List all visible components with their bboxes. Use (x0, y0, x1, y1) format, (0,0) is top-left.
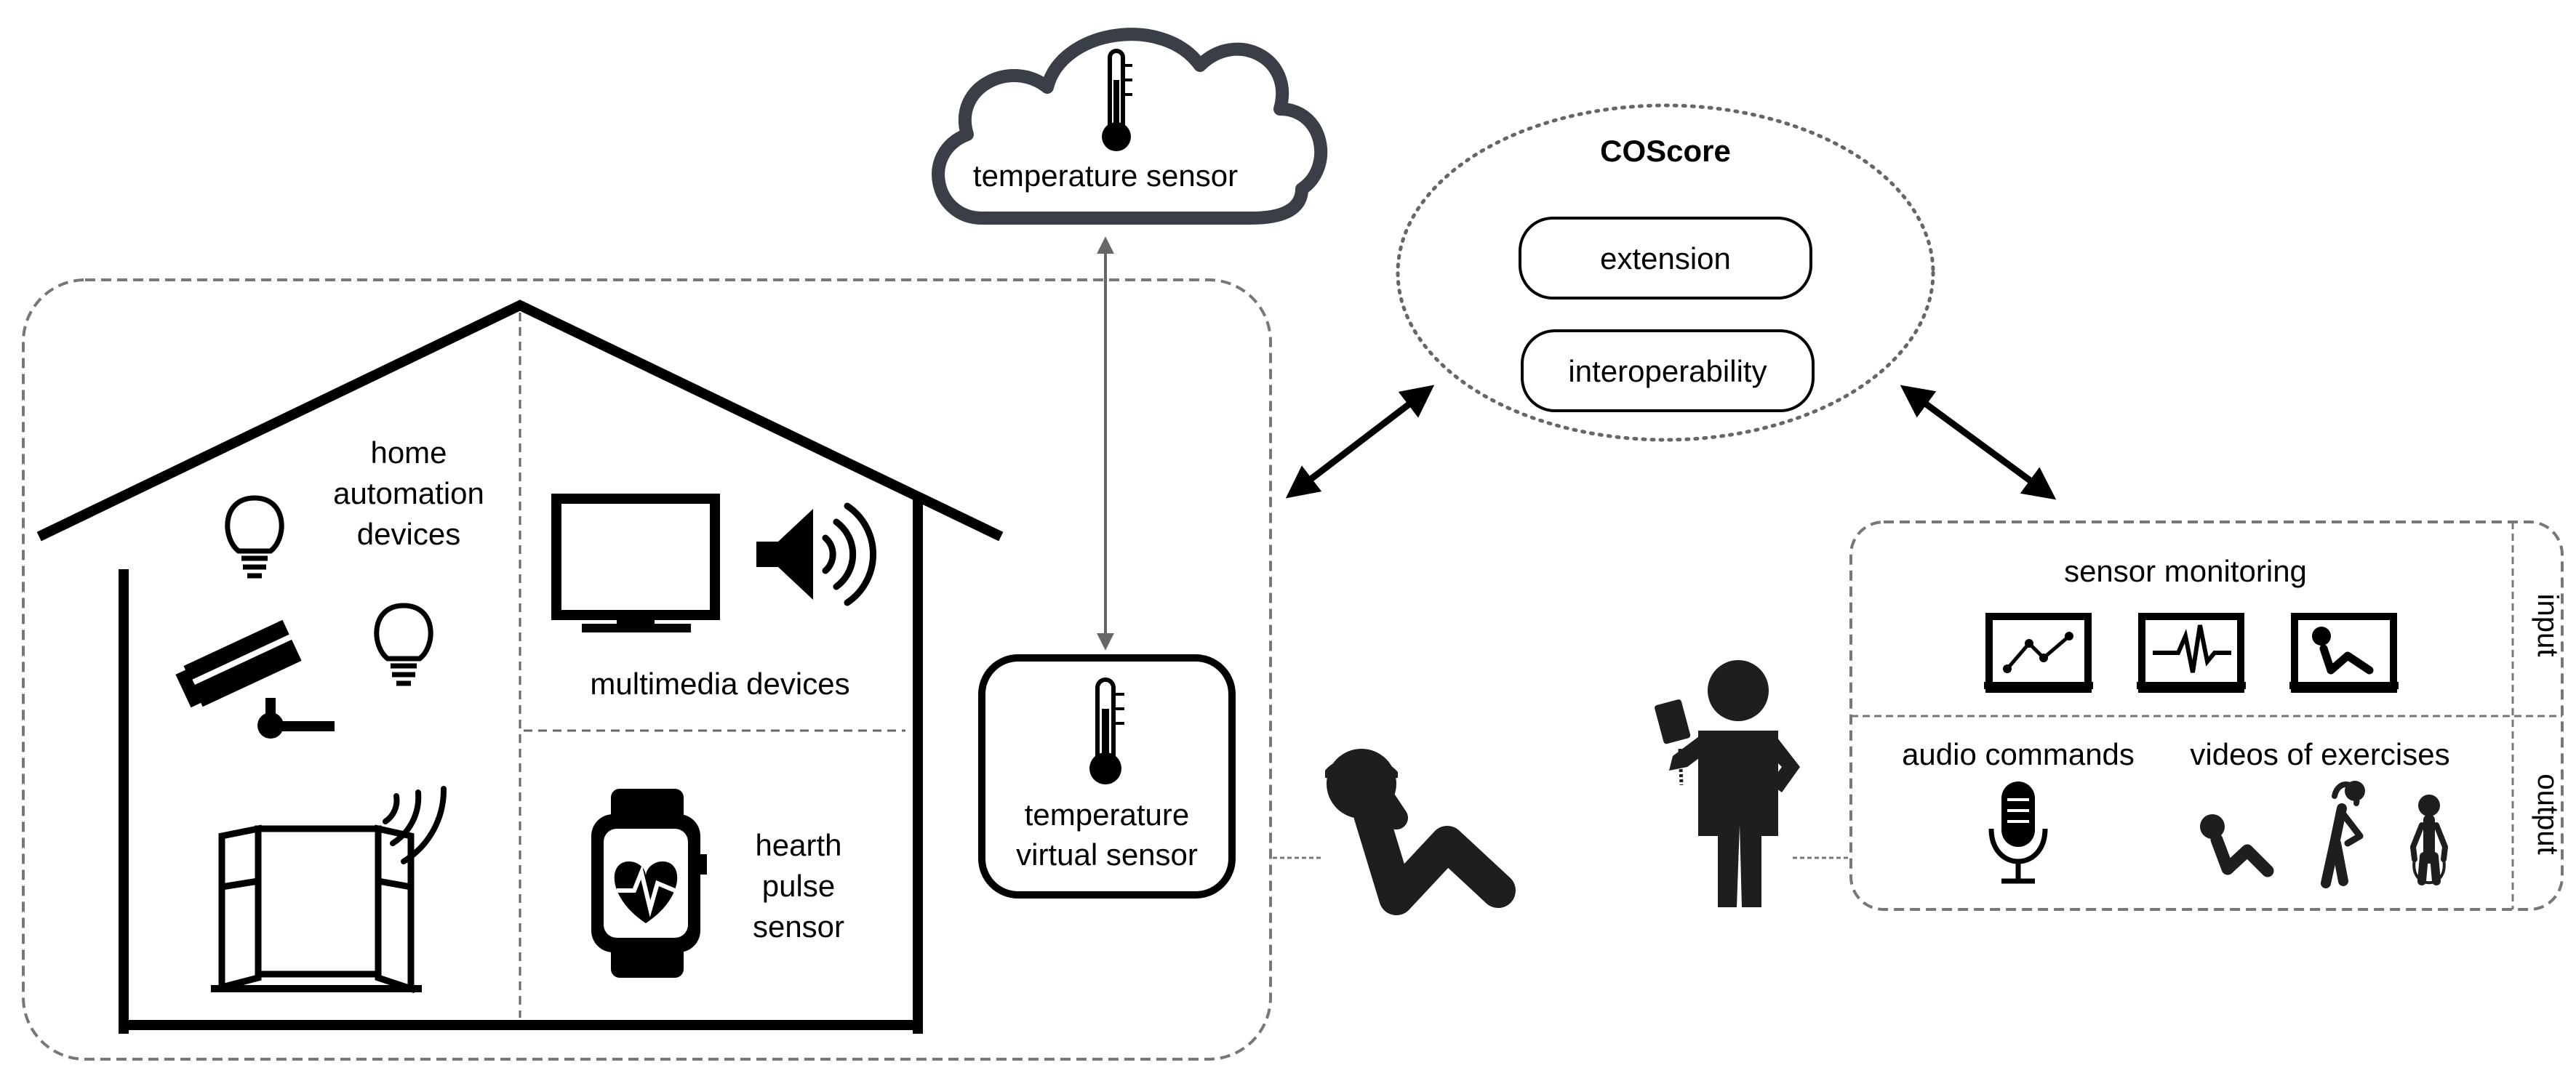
cloud-icon (932, 28, 1327, 225)
coscore-extension-box (1519, 217, 1812, 300)
window-icon (211, 824, 422, 994)
coscore-extension-label: extension (1600, 241, 1731, 276)
tv-monitor-icon (551, 494, 720, 632)
coscore-ellipse (1396, 103, 1935, 442)
input-label: input (2532, 594, 2564, 657)
sensor-monitoring-label: sensor monitoring (2064, 554, 2307, 588)
coscore-interoperability-box (1521, 329, 1815, 412)
videos-of-exercises-label: videos of exercises (2190, 737, 2449, 771)
svg-text:temperature: temperature (1025, 797, 1189, 832)
lightbulb-icon (374, 603, 433, 686)
house-outline (36, 300, 1004, 1034)
audio-commands-label: audio commands (1902, 737, 2135, 771)
exercise-monitor-icon (2289, 613, 2399, 693)
heartbeat-monitor-icon (2137, 613, 2246, 693)
svg-text:devices: devices (357, 517, 460, 551)
home-automation-label: home automation devices (333, 435, 484, 551)
svg-text:virtual sensor: virtual sensor (1016, 837, 1198, 872)
svg-text:sensor: sensor (753, 909, 844, 944)
house-to-coscore-arrow (1285, 385, 1435, 499)
speaker-icon (756, 502, 877, 606)
person-standing-icon (1655, 660, 1800, 907)
lightbulb-icon (225, 495, 284, 579)
multimedia-label: multimedia devices (590, 667, 849, 701)
svg-text:home: home (370, 435, 447, 470)
thermometer-icon (1089, 678, 1124, 784)
svg-text:pulse: pulse (762, 869, 835, 903)
person-crunch-icon (2200, 814, 2274, 877)
stretch-icon (2321, 781, 2365, 888)
house-container (22, 278, 1272, 1061)
pulse-sensor-label: hearth pulse sensor (753, 828, 844, 944)
coscore-to-panel-arrow (1900, 385, 2057, 500)
cloud-label: temperature sensor (973, 158, 1238, 193)
thermometer-icon (1102, 49, 1132, 151)
security-camera-icon (175, 619, 335, 739)
svg-text:automation: automation (333, 476, 484, 510)
cloud-temperature-sensor: temperature sensor (932, 28, 1327, 225)
coscore-interoperability-label: interoperability (1568, 354, 1767, 388)
microphone-icon (1988, 781, 2048, 884)
svg-text:hearth: hearth (755, 828, 841, 862)
output-label: output (2532, 773, 2564, 854)
monitoring-panel: sensor monitoring input output audio com… (1849, 521, 2564, 911)
coscore-group: COScore extension interoperability (1396, 103, 1935, 442)
smartwatch-icon (591, 789, 707, 978)
chart-monitor-icon (1984, 613, 2093, 693)
person-crunch-icon (1325, 749, 1516, 915)
jump-rope-icon (2410, 795, 2448, 885)
coscore-title: COScore (1600, 134, 1731, 168)
wifi-waves-icon (383, 786, 447, 864)
virtual-sensor-box: temperature virtual sensor (978, 654, 1236, 899)
